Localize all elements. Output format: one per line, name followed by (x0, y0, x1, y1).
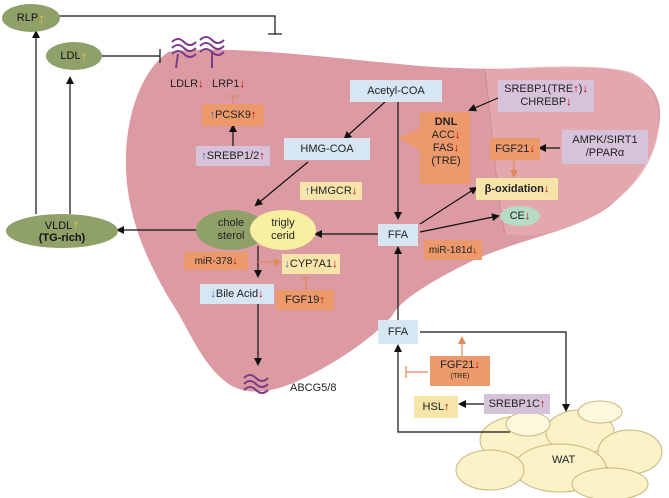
rlp-inhibit-line (58, 15, 276, 34)
pcsk9-box: ↑PCSK9↑ (202, 104, 264, 126)
wat-cells (455, 400, 663, 498)
vldl-up-arrow: ↑ (72, 216, 80, 232)
rlp-node: RLP↑ (2, 4, 60, 32)
ldl-node: LDL↑ (46, 42, 102, 70)
ldl-up-arrow: ↑ (80, 48, 88, 64)
vldl-label: VLDL (44, 220, 73, 232)
dnl-callout (398, 112, 470, 184)
lrp1-receptor (199, 36, 225, 68)
vldl-node: VLDL↑ (TG-rich) (6, 214, 118, 248)
srebp1c-box: SREBP1C↑ (484, 394, 550, 414)
mir181d-box: miR-181d↓ (424, 240, 482, 260)
triglyceride-node: trigly cerid (250, 210, 316, 250)
rlp-label: RLP (16, 12, 39, 24)
mir378-box: miR-378↓ (184, 252, 248, 270)
ffa-liver-box: FFA (378, 224, 418, 246)
srebp1-chrebp-box: SREBP1(TRE↑)↓ CHREBP↓ (498, 80, 594, 112)
cyp7a1-box: ↓CYP7A1↓ (282, 254, 340, 274)
fgf21-liver-box: FGF21↓ (490, 138, 540, 160)
beta-oxidation-box: β-oxidation↓ (476, 178, 558, 200)
ldl-label: LDL (60, 50, 81, 62)
abcg58-label: ABCG5/8 (290, 382, 337, 394)
wat-label: WAT (552, 454, 576, 466)
fgf21-adipose-box: FGF21↓ (TRE) (430, 356, 490, 386)
ldlr-receptor (171, 38, 197, 69)
hmgcr-box: ↑HMGCR↓ (300, 182, 362, 200)
lrp1-label: LRP1↓ (212, 78, 246, 90)
dnl-title: DNL (434, 116, 458, 128)
ffa-blood-box: FFA (378, 320, 418, 344)
abcg-transporter (243, 374, 269, 394)
fgf19-box: FGF19↑ (276, 290, 334, 310)
fas-label: FAS↓ (432, 142, 460, 154)
dnl-content: DNL ACC↓ FAS↓ (TRE) (422, 116, 470, 168)
ce-node: CE↓ (500, 206, 540, 226)
acc-label: ACC↓ (431, 129, 461, 141)
ampk-box: AMPK/SIRT1 /PPARα (562, 130, 648, 164)
cholesterol-node: chole sterol (196, 210, 266, 250)
acetyl-coa-box: Acetyl-COA (350, 80, 442, 102)
hsl-box: HSL↑ (414, 396, 458, 418)
rlp-up-arrow: ↑ (38, 10, 46, 26)
vldl-sublabel: (TG-rich) (38, 232, 86, 244)
ldlr-label: LDLR↓ (170, 78, 204, 90)
bile-acid-box: ↓Bile Acid↓ (200, 284, 274, 304)
hmg-coa-box: HMG-COA (284, 138, 370, 160)
tre-label: (TRE) (431, 155, 461, 167)
srebp12-box: ↑SREBP1/2↑ (196, 146, 270, 166)
